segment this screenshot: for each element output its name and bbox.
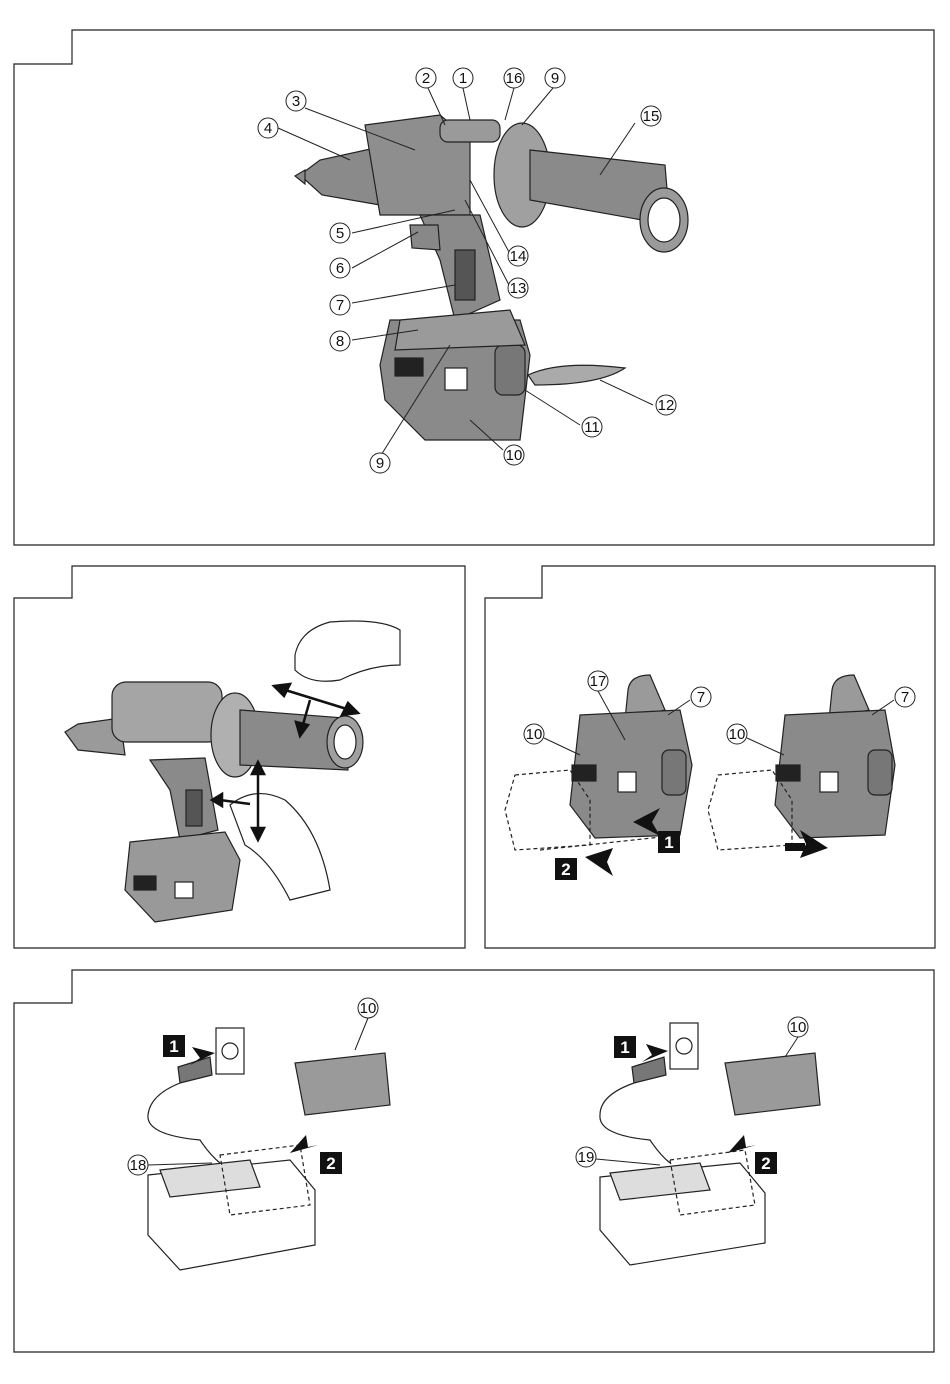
callout-10: 10 [504,445,524,465]
figure-panel-battery-attach: 17 7 10 1 2 7 10 [480,560,950,955]
callout-5: 5 [330,223,350,243]
callout-16: 16 [504,68,524,88]
callout-8: 8 [330,331,350,351]
svg-text:18: 18 [130,1157,147,1174]
svg-text:10: 10 [360,1000,377,1017]
callout-10-left-charger: 10 [358,998,378,1018]
svg-text:13: 13 [510,280,527,297]
callout-7: 7 [330,295,350,315]
step-1-left: 1 [658,831,680,853]
svg-text:7: 7 [901,689,909,706]
svg-text:17: 17 [590,673,607,690]
svg-text:1: 1 [459,70,467,87]
drill-illustration [295,115,688,440]
svg-text:2: 2 [561,860,570,879]
svg-text:7: 7 [697,689,705,706]
callout-13: 13 [508,278,528,298]
callout-14: 14 [508,246,528,266]
callout-7-right: 7 [895,687,915,707]
svg-text:2: 2 [326,1154,335,1173]
svg-text:10: 10 [506,447,523,464]
drill-with-handle-illustration [65,621,400,922]
svg-text:6: 6 [336,260,344,277]
step-2-right-charger: 2 [755,1152,777,1174]
svg-text:2: 2 [761,1154,770,1173]
callout-7-left: 7 [691,687,711,707]
svg-text:1: 1 [664,833,673,852]
svg-text:10: 10 [526,726,543,743]
callout-1: 1 [453,68,473,88]
svg-text:9: 9 [376,455,384,472]
callout-3: 3 [286,91,306,111]
svg-text:11: 11 [584,419,600,436]
step-1-left-charger: 1 [163,1035,185,1057]
battery-attach-illustration [708,675,895,850]
svg-text:2: 2 [422,70,430,87]
charger-right-illustration [600,1023,820,1265]
svg-text:8: 8 [336,333,344,350]
callout-11: 11 [582,417,602,437]
step-2-left-charger: 2 [320,1152,342,1174]
step-2-left: 2 [555,858,577,880]
step-1-right-charger: 1 [614,1036,636,1058]
callout-6: 6 [330,258,350,278]
svg-text:19: 19 [578,1149,595,1166]
figure-panel-charging: 10 18 1 2 10 19 1 2 [0,965,950,1380]
callout-15: 15 [641,106,661,126]
svg-text:7: 7 [336,297,344,314]
svg-text:12: 12 [658,397,675,414]
svg-text:14: 14 [510,248,527,265]
callout-4: 4 [258,118,278,138]
figure-panel-tool-overview: 1 2 16 9 3 4 15 5 14 6 13 7 8 12 11 10 9 [0,0,950,550]
svg-text:15: 15 [643,108,660,125]
callout-17: 17 [588,671,608,691]
callout-10-right-charger: 10 [788,1017,808,1037]
charger-left-illustration [148,1028,390,1270]
svg-text:5: 5 [336,225,344,242]
callout-2: 2 [416,68,436,88]
callout-18: 18 [128,1155,148,1175]
callout-12: 12 [656,395,676,415]
svg-text:9: 9 [551,70,559,87]
figure-panel-side-handle [0,560,470,955]
svg-text:1: 1 [620,1038,629,1057]
callout-10-right: 10 [727,724,747,744]
svg-text:10: 10 [790,1019,807,1036]
callout-9-bottom: 9 [370,453,390,473]
svg-text:4: 4 [264,120,272,137]
callout-19: 19 [576,1147,596,1167]
callout-10-left: 10 [524,724,544,744]
callout-9-top: 9 [545,68,565,88]
svg-text:1: 1 [169,1037,178,1056]
svg-text:16: 16 [506,70,523,87]
svg-text:10: 10 [729,726,746,743]
svg-text:3: 3 [292,93,300,110]
battery-removal-illustration [505,675,692,850]
